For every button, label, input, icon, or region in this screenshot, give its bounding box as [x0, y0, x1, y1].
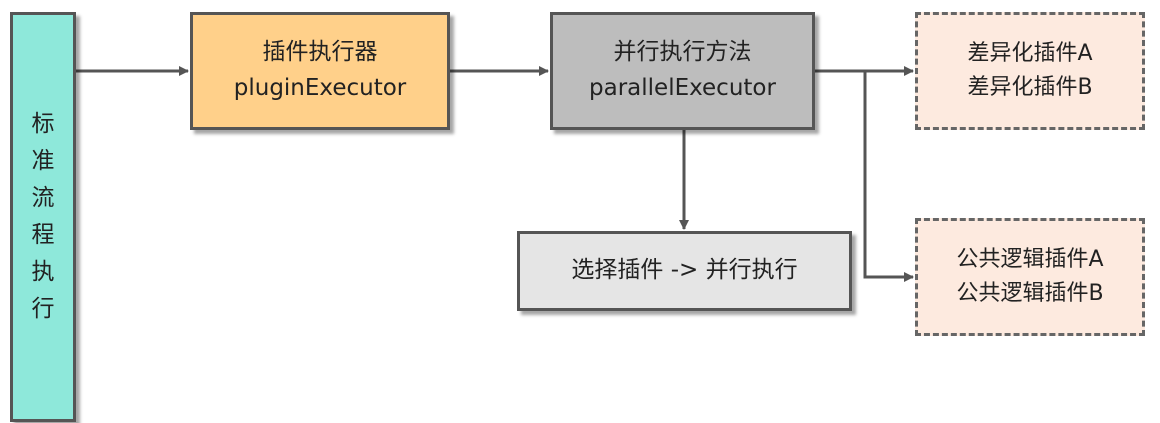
standard-flow-char: 准 — [31, 148, 55, 174]
common-plugin-item: 公共逻辑插件B — [956, 281, 1104, 306]
plugin-executor-title: 插件执行器 — [262, 39, 378, 66]
standard-flow-char: 程 — [31, 222, 55, 248]
diff-plugin-item: 差异化插件A — [967, 40, 1093, 66]
standard-flow-char: 执 — [31, 259, 55, 285]
common-plugins-node: 公共逻辑插件A 公共逻辑插件B — [915, 218, 1145, 336]
standard-flow-char: 行 — [31, 296, 55, 322]
diff-plugins-node: 差异化插件A 差异化插件B — [915, 12, 1145, 130]
parallel-method-title: 并行执行方法 — [613, 39, 752, 66]
standard-flow-node: 标 准 流 程 执 行 — [10, 12, 76, 422]
plugin-executor-code: pluginExecutor — [233, 75, 407, 101]
diff-plugin-item: 差异化插件B — [967, 75, 1093, 100]
plugin-executor-node: 插件执行器 pluginExecutor — [190, 12, 450, 130]
standard-flow-char: 流 — [31, 185, 55, 211]
common-plugin-item: 公共逻辑插件A — [956, 246, 1104, 272]
standard-flow-char: 标 — [31, 111, 55, 137]
parallel-method-node: 并行执行方法 parallelExecutor — [550, 12, 815, 130]
standard-flow-label: 标 准 流 程 执 行 — [32, 106, 55, 328]
select-plugin-label: 选择插件 -> 并行执行 — [571, 257, 798, 284]
select-plugin-node: 选择插件 -> 并行执行 — [517, 231, 852, 311]
parallel-method-code: parallelExecutor — [589, 75, 776, 101]
arrow-parallel-to-common — [863, 71, 914, 282]
